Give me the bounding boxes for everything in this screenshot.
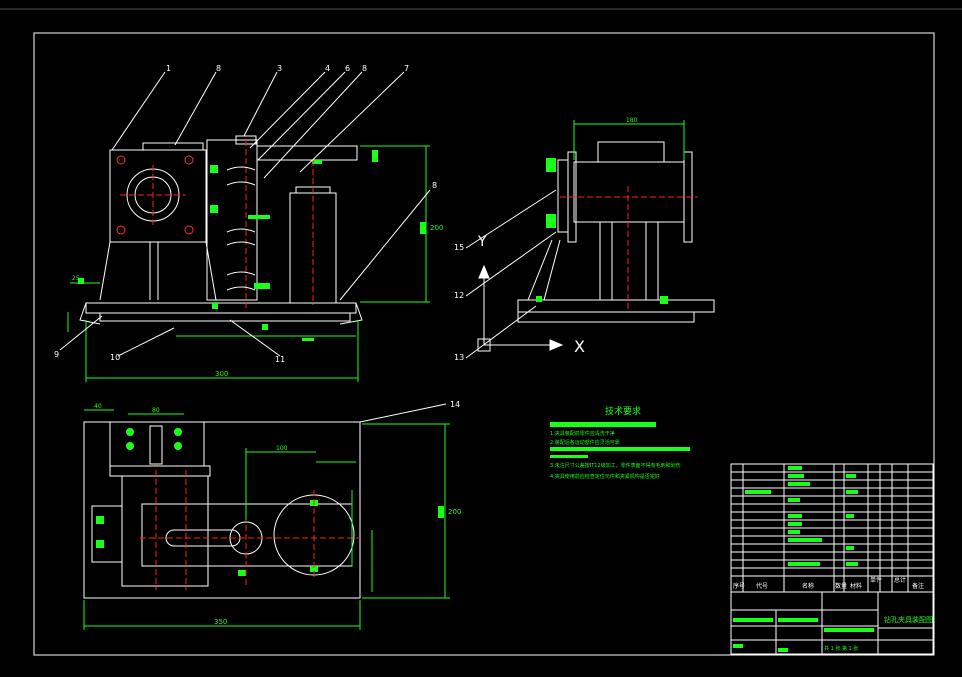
side-view-accents	[536, 158, 668, 304]
plan-dimensions	[83, 409, 450, 630]
front-view-accents	[78, 150, 426, 341]
balloon-8b: 8	[362, 64, 367, 73]
balloon-4: 4	[325, 64, 330, 73]
front-view	[79, 135, 363, 325]
front-small-dim: 25	[72, 275, 80, 282]
bom-header-unit: 单件	[870, 576, 882, 584]
bom-header-material: 材料	[850, 582, 862, 590]
side-body	[573, 161, 685, 223]
balloon-15: 15	[454, 243, 464, 252]
balloon-9: 9	[54, 350, 59, 359]
balloon-11: 11	[275, 355, 285, 364]
plan-view	[83, 421, 361, 599]
balloon-8a: 8	[216, 64, 221, 73]
side-top-dim: 180	[626, 117, 638, 124]
side-leaders	[465, 189, 557, 359]
plan-view-accents	[96, 428, 444, 576]
bom-header-code: 代号	[756, 582, 768, 590]
title-block	[730, 463, 934, 655]
side-dimensions	[573, 120, 685, 160]
tech-line-1: 1.夹具装配前零件应清洗干净	[550, 430, 615, 437]
plan-overall-dim: 350	[214, 618, 227, 626]
balloon-7: 7	[404, 64, 409, 73]
bom-header-total: 总计	[894, 576, 906, 584]
balloon-6: 6	[345, 64, 350, 73]
plan-dim-3: 100	[276, 445, 288, 452]
plan-slide	[141, 503, 353, 567]
front-center-lines	[120, 140, 314, 310]
side-center-lines	[560, 186, 698, 310]
plan-leaders	[359, 403, 447, 423]
ucs-x-label: X	[574, 337, 585, 356]
front-spring-column	[206, 139, 258, 301]
balloon-14: 14	[450, 400, 460, 409]
tech-line-4: 4.夹具使用前应检查定位元件和夹紧机构是否完好	[550, 473, 660, 480]
balloon-1: 1	[166, 64, 171, 73]
drawing-frame	[33, 32, 935, 656]
front-base	[85, 302, 357, 314]
ucs-icon	[477, 264, 564, 352]
tech-title: 技术要求	[605, 405, 641, 417]
front-clamp-arm	[256, 145, 358, 161]
bom-header-no: 序号	[733, 582, 745, 590]
drawing-name: 钻孔夹具装配图	[884, 615, 933, 624]
balloon-10: 10	[110, 353, 120, 362]
balloon-8c: 8	[432, 181, 437, 190]
front-dimensions	[67, 145, 430, 382]
balloon-13: 13	[454, 353, 464, 362]
tech-notes: 1.夹具装配前零件应清洗干净 2.装配后各运动部件应灵活可靠 3.未注尺寸公差按…	[550, 422, 690, 480]
tech-line-2: 2.装配后各运动部件应灵活可靠	[550, 439, 620, 446]
plan-center-lines	[140, 470, 360, 590]
front-springs	[226, 166, 256, 291]
front-leaders	[59, 71, 431, 357]
ucs-y-label: Y	[477, 234, 487, 250]
balloon-12: 12	[454, 291, 464, 300]
bom-header-name: 名称	[802, 582, 814, 590]
bom-fill	[733, 466, 874, 652]
bom-header-qty: 数量	[835, 582, 847, 590]
plan-outline	[83, 421, 361, 599]
front-height-dim: 200	[430, 224, 443, 232]
plan-dim-2: 80	[152, 407, 160, 414]
bom-header-remark: 备注	[912, 582, 924, 590]
plan-height-dim: 200	[448, 508, 461, 516]
front-overall-dim: 300	[215, 370, 228, 378]
plan-dim-1: 40	[94, 403, 102, 410]
side-base	[517, 299, 715, 313]
balloon-3: 3	[277, 64, 282, 73]
side-view	[517, 141, 715, 323]
tech-line-3: 3.未注尺寸公差按IT12级加工，零件表面不得有毛刺和划伤	[550, 462, 681, 469]
sheet-info: 共 1 张 第 1 张	[824, 645, 858, 652]
